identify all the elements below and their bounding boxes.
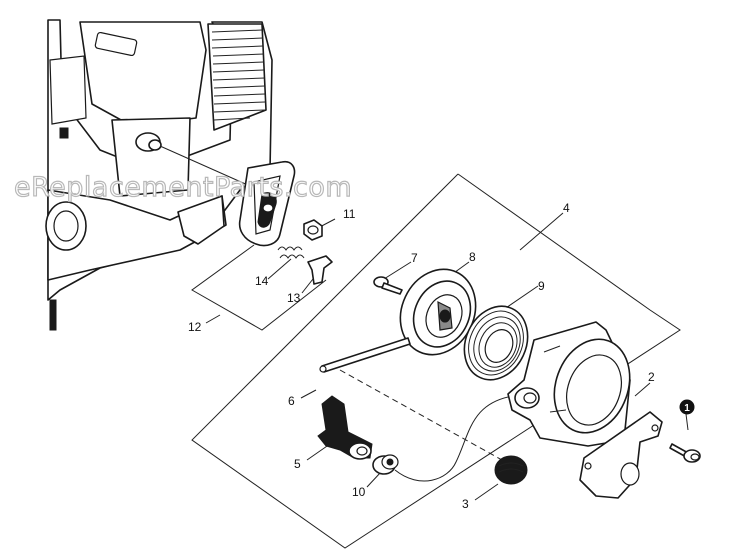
part-9-recoil-spring <box>463 305 529 381</box>
filled-circle-number-icon: 1 <box>679 399 695 415</box>
assembly-axis-dashed <box>339 369 521 471</box>
part-11-nut <box>303 219 323 241</box>
part-10-rope-guide <box>372 454 399 475</box>
part-5-starter-handle <box>317 395 373 460</box>
callout-1: 1 <box>684 403 690 414</box>
callout-13: 13 <box>287 291 301 305</box>
part-8-pulley <box>399 268 477 356</box>
part-3-grommet <box>494 455 528 485</box>
engine-housing <box>45 19 273 331</box>
callout-6: 6 <box>288 394 295 408</box>
part-12-cover-plate <box>238 160 296 247</box>
part-13-pawl <box>307 255 333 285</box>
callout-3: 3 <box>462 497 469 511</box>
callout-7: 7 <box>411 251 418 265</box>
callout-12: 12 <box>188 320 202 334</box>
assembly-4-outline <box>191 173 681 549</box>
callout-9: 9 <box>538 279 545 293</box>
part-7-screw <box>373 276 403 295</box>
callout-5: 5 <box>294 457 301 471</box>
part-6-shaft-rod <box>319 337 411 373</box>
part-14-spring <box>277 246 305 259</box>
callout-11: 11 <box>343 207 356 221</box>
part-1-bolt <box>669 443 701 463</box>
watermark-text: eReplacementParts.com <box>13 171 353 203</box>
assembly-12-outline <box>191 244 327 331</box>
callout-2: 2 <box>648 370 655 384</box>
part-2-bracket <box>579 411 663 499</box>
callout-4: 4 <box>563 201 570 215</box>
callout-14: 14 <box>255 274 269 288</box>
callout-10: 10 <box>352 485 366 499</box>
callout-8: 8 <box>469 250 476 264</box>
starter-rope <box>394 394 521 482</box>
part-4-starter-housing <box>507 321 631 447</box>
